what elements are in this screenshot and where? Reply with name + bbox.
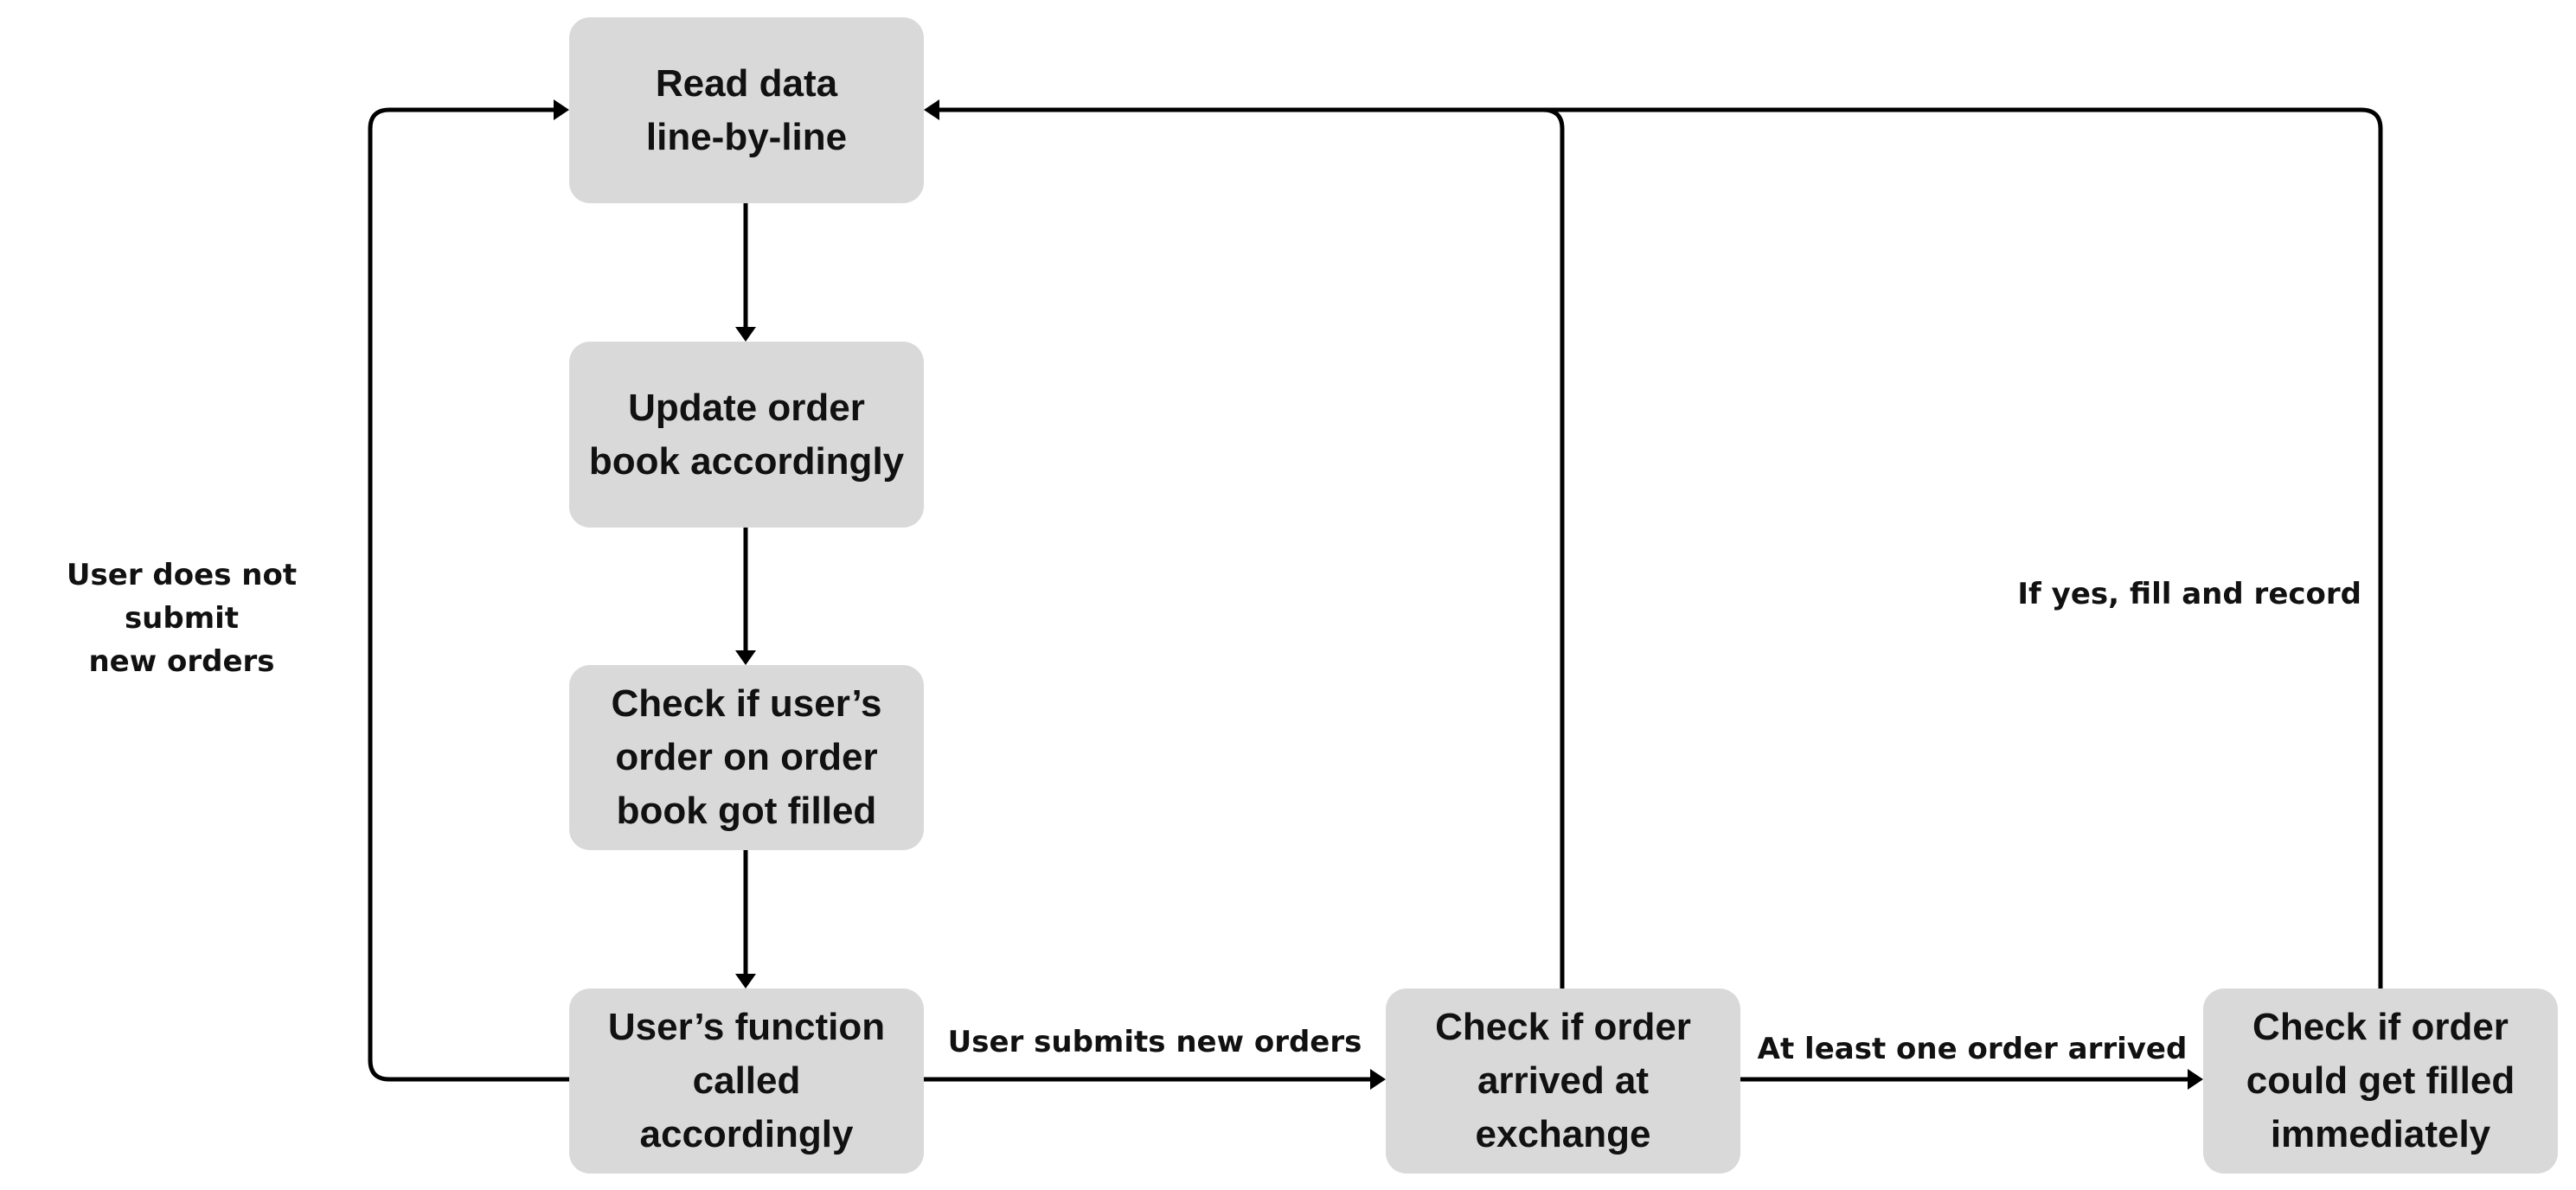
edge-label-submits-orders: User submits new orders — [947, 1025, 1362, 1059]
node-update-order-book-label: Update order book accordingly — [588, 386, 905, 483]
edge-label-order-arrived: At least one order arrived — [1757, 1032, 2188, 1066]
arrowhead-loop-left — [554, 99, 569, 120]
node-check-filled-label: Check if user’s order on order book got … — [611, 682, 882, 832]
node-update-order-book: Update order book accordingly — [569, 342, 924, 528]
arrowhead-update — [735, 327, 756, 342]
node-check-arrived-label: Check if order arrived at exchange — [1435, 1006, 1691, 1155]
edge-label-fill-record: If yes, fill and record — [2017, 577, 2361, 611]
node-check-arrived: Check if order arrived at exchange — [1386, 988, 1740, 1174]
loop-no-new-orders — [368, 107, 572, 1082]
node-user-function-label: User’s function called accordingly — [607, 1006, 886, 1155]
node-user-function: User’s function called accordingly — [569, 988, 924, 1174]
loop-arrived-to-read — [937, 107, 1565, 991]
arrowhead-immediate — [2188, 1069, 2203, 1090]
node-check-immediate: Check if order could get filled immediat… — [2203, 988, 2558, 1174]
node-read-data: Read data line-by-line — [569, 17, 924, 203]
node-check-immediate-label: Check if order could get filled immediat… — [2246, 1006, 2515, 1155]
arrowhead-check-filled — [735, 650, 756, 665]
arrowhead-function — [735, 974, 756, 988]
loop-immediate-to-read — [1541, 107, 2383, 991]
arrowhead-loop-right — [924, 99, 939, 120]
node-read-data-label: Read data line-by-line — [645, 61, 848, 158]
arrowhead-arrived — [1370, 1069, 1386, 1090]
edge-label-no-new-orders: User does not submit new orders — [66, 558, 298, 679]
node-check-filled: Check if user’s order on order book got … — [569, 665, 924, 850]
